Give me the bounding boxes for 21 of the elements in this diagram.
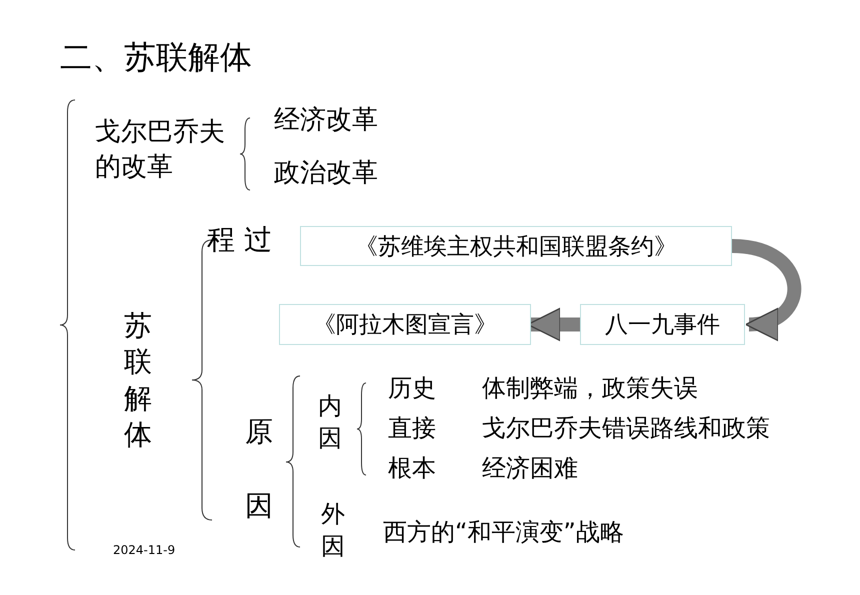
text-label: 政治改革	[274, 157, 378, 190]
text-label: 体制弊端，政策失误	[482, 373, 698, 404]
text-label: 戈尔巴乔夫错误路线和政策	[482, 413, 770, 444]
text-label: 西方的“和平演变”战略	[383, 517, 625, 548]
heading: 二、苏联解体	[60, 37, 252, 78]
text-label: 原因	[245, 414, 273, 524]
text-label: 经济困难	[482, 453, 578, 484]
text-label: 程 过	[207, 222, 272, 258]
text-box: 《阿拉木图宣言》	[279, 304, 531, 345]
date-label: 2024-11-9	[113, 543, 176, 559]
text-label: 内因	[318, 391, 342, 454]
text-label: 根本	[388, 453, 436, 484]
arrow	[731, 239, 802, 338]
text-box: 《苏维埃主权共和国联盟条约》	[300, 226, 732, 266]
text-label: 外因	[321, 499, 345, 562]
text-label: 历史	[388, 373, 436, 404]
text-label: 苏联解体	[124, 308, 152, 454]
text-box: 八一九事件	[580, 304, 745, 345]
text-label: 直接	[388, 413, 436, 444]
text-label: 戈尔巴乔夫的改革	[95, 116, 226, 184]
text-label: 经济改革	[274, 104, 378, 137]
